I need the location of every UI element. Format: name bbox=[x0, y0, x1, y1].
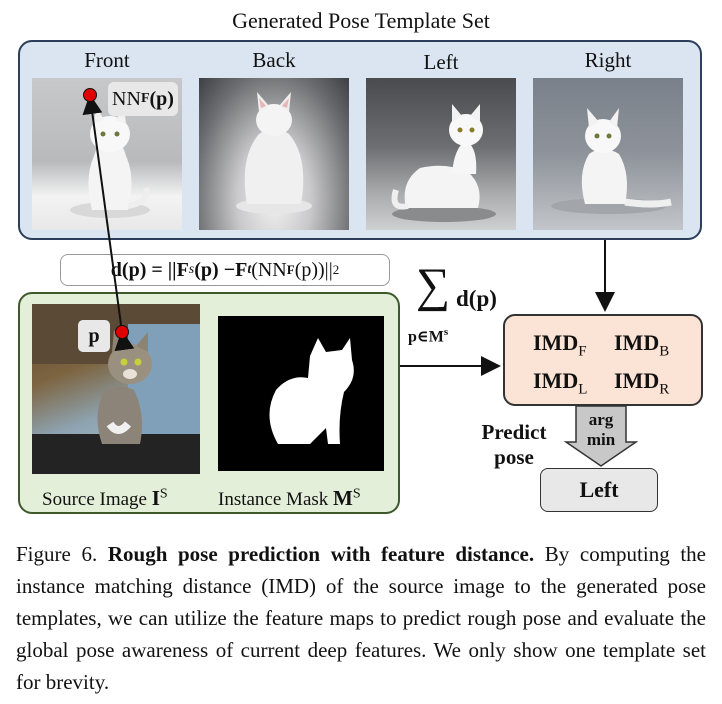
imd-box bbox=[503, 314, 703, 406]
figure-caption: Figure 6. Rough pose prediction with fea… bbox=[16, 542, 707, 694]
source-image-caption: Source Image IS bbox=[42, 486, 168, 510]
imd-right: IMDR bbox=[614, 368, 670, 398]
point-marker-source bbox=[115, 325, 129, 339]
imd-front: IMDF bbox=[533, 330, 587, 360]
point-marker-template bbox=[83, 88, 97, 102]
imd-left: IMDL bbox=[533, 368, 588, 398]
template-set-title: Generated Pose Template Set bbox=[232, 8, 490, 33]
prediction-result: Left bbox=[540, 468, 658, 512]
template-image-left bbox=[366, 78, 516, 230]
instance-mask-caption: Instance Mask MS bbox=[218, 486, 361, 510]
template-image-right bbox=[533, 78, 683, 230]
instance-mask bbox=[218, 316, 384, 471]
imd-back: IMDB bbox=[614, 330, 670, 360]
view-label-front: Front bbox=[84, 48, 130, 72]
view-label-left: Left bbox=[423, 50, 459, 74]
view-label-right: Right bbox=[584, 48, 632, 72]
view-label-back: Back bbox=[252, 48, 296, 72]
template-image-back bbox=[199, 78, 349, 230]
